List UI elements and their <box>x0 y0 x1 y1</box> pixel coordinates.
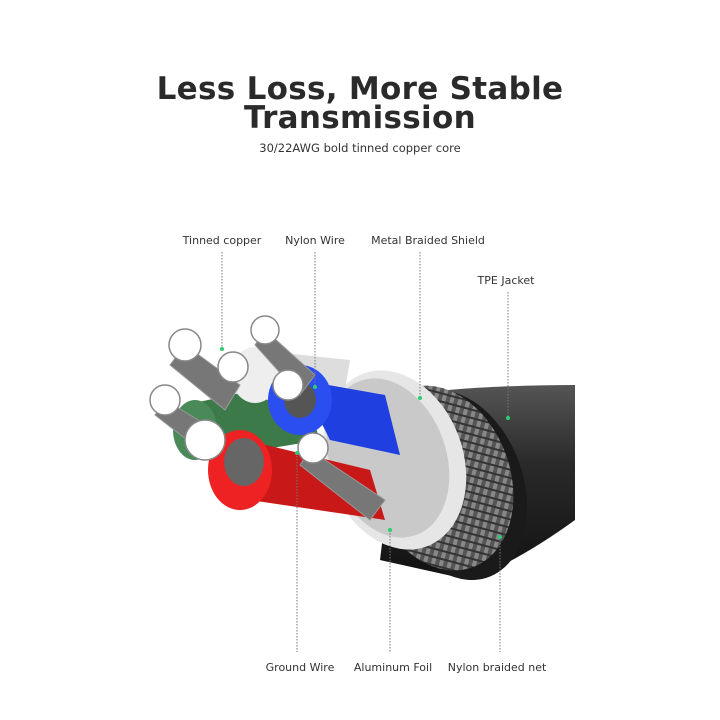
label-ground-wire: Ground Wire <box>265 661 335 674</box>
callout-dots <box>220 347 510 539</box>
label-tinned-copper: Tinned copper <box>182 234 262 247</box>
callout-lines <box>221 252 509 652</box>
label-metal-braided-shield: Metal Braided Shield <box>371 234 485 247</box>
label-tpe-jacket: TPE Jacket <box>477 274 535 287</box>
strand-ends <box>149 315 329 464</box>
subtitle: 30/22AWG bold tinned copper core <box>259 141 461 155</box>
label-aluminum-foil: Aluminum Foil <box>353 661 433 674</box>
headline-line-2: Transmission <box>244 100 476 136</box>
label-nylon-braided-net: Nylon braided net <box>447 661 547 674</box>
headline-line-1: Less Loss, More Stable <box>156 71 564 107</box>
label-nylon-wire: Nylon Wire <box>285 234 345 247</box>
